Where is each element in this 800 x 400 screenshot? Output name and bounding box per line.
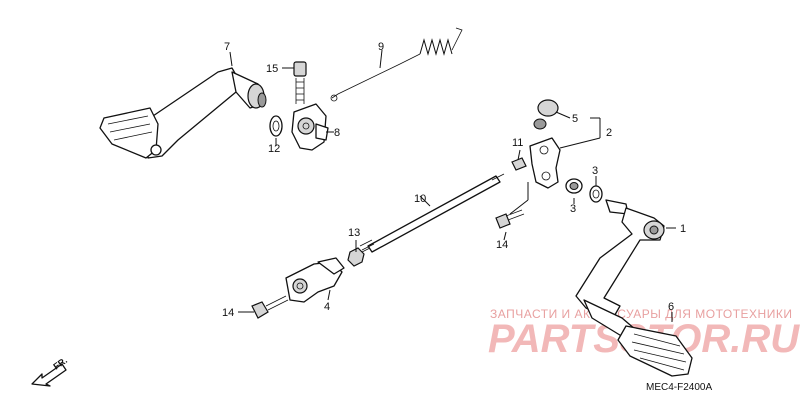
label-15: 15 [266, 63, 278, 75]
rod-10 [357, 173, 505, 255]
label-2: 2 [606, 127, 612, 139]
label-5: 5 [572, 113, 578, 125]
label-11: 11 [512, 137, 523, 149]
linkage-assembly-2 [511, 99, 561, 189]
callout-labels: 7 15 12 8 9 10 13 4 14 11 5 2 3 3 1 14 6 [222, 41, 686, 319]
label-3-upper: 3 [592, 165, 598, 177]
leader-lines [229, 49, 676, 322]
bolt-14-middle [495, 209, 525, 229]
diagram-code: MEC4-F2400A [646, 382, 712, 393]
label-12: 12 [268, 143, 280, 155]
watermark-subtitle: ЗАПЧАСТИ И АКСЕССУАРЫ ДЛЯ МОТОТЕХНИКИ [490, 307, 792, 321]
footrest-bracket-1 [575, 199, 665, 321]
label-14-middle: 14 [496, 239, 508, 251]
joint-4 [285, 257, 345, 303]
bolt-14-lower [251, 295, 289, 319]
label-6: 6 [668, 301, 674, 313]
washers-3 [565, 178, 603, 203]
return-spring-9 [330, 27, 463, 102]
label-4: 4 [324, 301, 330, 313]
label-14-lower: 14 [222, 307, 234, 319]
label-1: 1 [680, 223, 686, 235]
label-8: 8 [334, 127, 340, 139]
label-10: 10 [414, 193, 426, 205]
label-13: 13 [348, 227, 360, 239]
bolt-15 [293, 61, 307, 104]
washer-12 [269, 115, 283, 137]
label-9: 9 [378, 41, 384, 53]
joint-8 [291, 103, 329, 151]
nut-13 [347, 247, 365, 267]
label-3-lower: 3 [570, 203, 576, 215]
front-direction-arrow: FR. [31, 355, 69, 387]
brake-pedal-arm [99, 67, 267, 159]
label-7: 7 [224, 41, 230, 53]
footpeg-6 [583, 299, 693, 377]
